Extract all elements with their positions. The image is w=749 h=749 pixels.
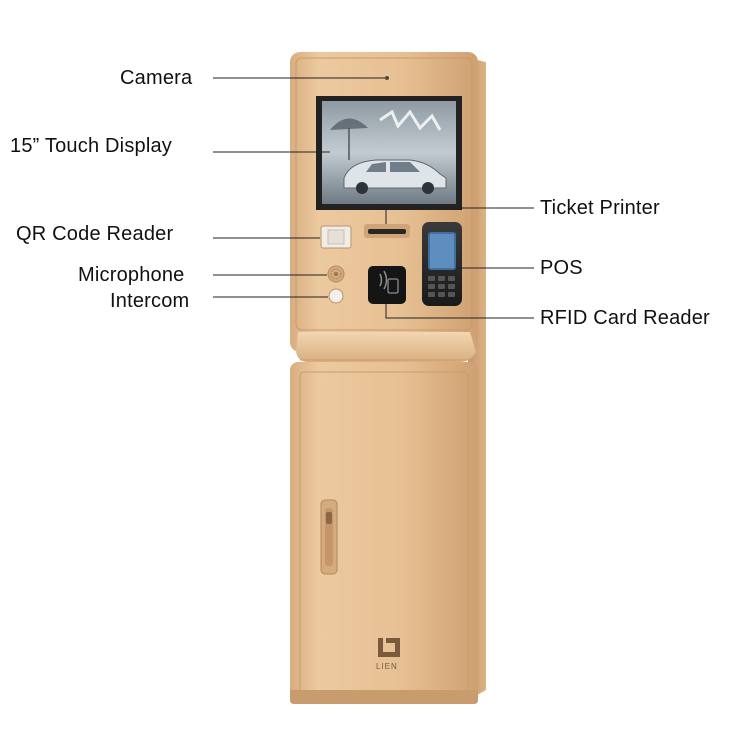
qr-code-reader: [320, 225, 352, 249]
label-intercom: Intercom: [110, 290, 190, 312]
touch-display: [316, 96, 462, 210]
label-ticket-printer: Ticket Printer: [540, 197, 660, 219]
label-pos: POS: [540, 257, 583, 279]
label-microphone: Microphone: [78, 264, 185, 286]
kiosk-ledge: [296, 332, 476, 362]
microphone-grille: [327, 265, 345, 283]
ticket-printer-slot: [364, 224, 410, 238]
cabinet-door-handle: [320, 499, 338, 575]
label-touch-display: 15” Touch Display: [10, 135, 173, 157]
label-qr-code-reader: QR Code Reader: [16, 223, 174, 245]
camera-lens: [385, 76, 389, 80]
leader-rfid: [385, 304, 534, 319]
logo-wordmark: LIEN: [376, 662, 398, 671]
lien-logo-mark: [378, 638, 400, 657]
intercom-button: [328, 288, 344, 304]
kiosk-cabinet: [290, 362, 478, 704]
label-rfid-card-reader: RFID Card Reader: [540, 307, 710, 329]
leader-ticket-printer: [385, 207, 534, 224]
leader-lines: [213, 77, 534, 319]
pos-terminal: [422, 222, 462, 306]
rfid-card-reader: [368, 266, 406, 304]
label-camera: Camera: [120, 67, 193, 89]
